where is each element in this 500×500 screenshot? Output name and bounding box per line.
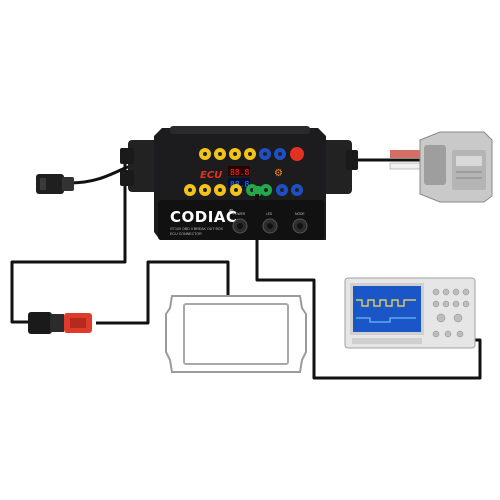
cable-red-connector-to-tablet <box>96 260 230 325</box>
oscilloscope <box>344 277 476 349</box>
knob-power[interactable]: POWER <box>232 212 248 234</box>
knob-label-power: POWER <box>233 212 246 216</box>
led-readout-a: 88.8 <box>230 168 249 177</box>
knob-mode[interactable]: MODE <box>292 212 308 234</box>
registered-mark: ® <box>229 209 234 216</box>
jack-row-top <box>199 147 304 161</box>
obd2-adapter <box>36 174 74 194</box>
diagnostic-tablet <box>165 295 307 373</box>
led-readout-b: 88.8 <box>230 180 249 189</box>
knob-led[interactable]: LED <box>262 212 278 234</box>
ecu-module <box>389 131 493 203</box>
jack[interactable] <box>290 147 304 161</box>
breakout-box: ECU 88.8 88.8 ⚙ CODIAC ® GT100 OBD II BR… <box>120 126 358 240</box>
knob-label-led: LED <box>266 212 273 216</box>
ecu-label: ECU <box>200 170 222 181</box>
brand-logo: CODIAC <box>170 208 237 226</box>
oscilloscope-trace <box>356 299 416 307</box>
cable-probe-to-oscilloscope <box>255 196 482 380</box>
oscilloscope-screen <box>353 286 421 332</box>
oscilloscope-knobs <box>432 288 470 338</box>
subtitle-line2: ECU CONNECTOR <box>170 232 202 236</box>
red-obd-connector <box>28 312 92 334</box>
subtitle-line1: GT100 OBD II BREAK OUT BOX <box>170 227 224 231</box>
knob-label-mode: MODE <box>295 212 305 216</box>
gear-icon: ⚙ <box>274 168 283 179</box>
probe-plug[interactable] <box>253 186 261 200</box>
